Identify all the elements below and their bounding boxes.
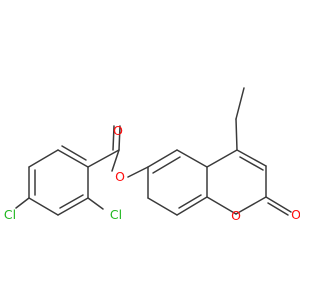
bond <box>267 202 289 216</box>
bond <box>127 166 149 178</box>
bond <box>176 149 208 168</box>
bond <box>87 149 120 168</box>
bonds <box>15 87 292 216</box>
bond <box>87 197 104 210</box>
bond <box>206 149 238 168</box>
bond <box>118 125 121 151</box>
bond <box>111 149 120 172</box>
ring-oxygen-label: O <box>231 208 241 223</box>
ester-oxygen-label: O <box>115 169 125 184</box>
bond <box>59 194 84 209</box>
structure-canvas: O O O O Cl Cl <box>4 87 301 223</box>
bond <box>265 196 292 213</box>
bond <box>147 149 178 168</box>
bond <box>61 145 87 161</box>
molecule-structure: O O O O Cl Cl <box>4 87 301 223</box>
bond <box>206 196 237 215</box>
bond <box>57 149 89 168</box>
bond <box>235 196 267 215</box>
bond <box>28 197 59 216</box>
bond <box>15 197 30 209</box>
bond <box>239 156 264 171</box>
bond <box>28 149 59 168</box>
bond <box>176 196 208 216</box>
bond <box>236 149 267 167</box>
bond <box>235 118 238 151</box>
lactone-oxygen-label: O <box>291 207 300 222</box>
bond <box>178 194 202 209</box>
chlorine-4-label: Cl <box>4 207 16 222</box>
atom-labels: O O O O Cl Cl <box>4 123 301 223</box>
bond <box>152 156 181 174</box>
bond <box>112 125 115 151</box>
bond <box>235 87 245 120</box>
chlorine-2-label: Cl <box>110 207 122 222</box>
bond <box>57 197 89 216</box>
carbonyl-oxygen-label: O <box>113 123 123 138</box>
bond <box>147 197 178 216</box>
